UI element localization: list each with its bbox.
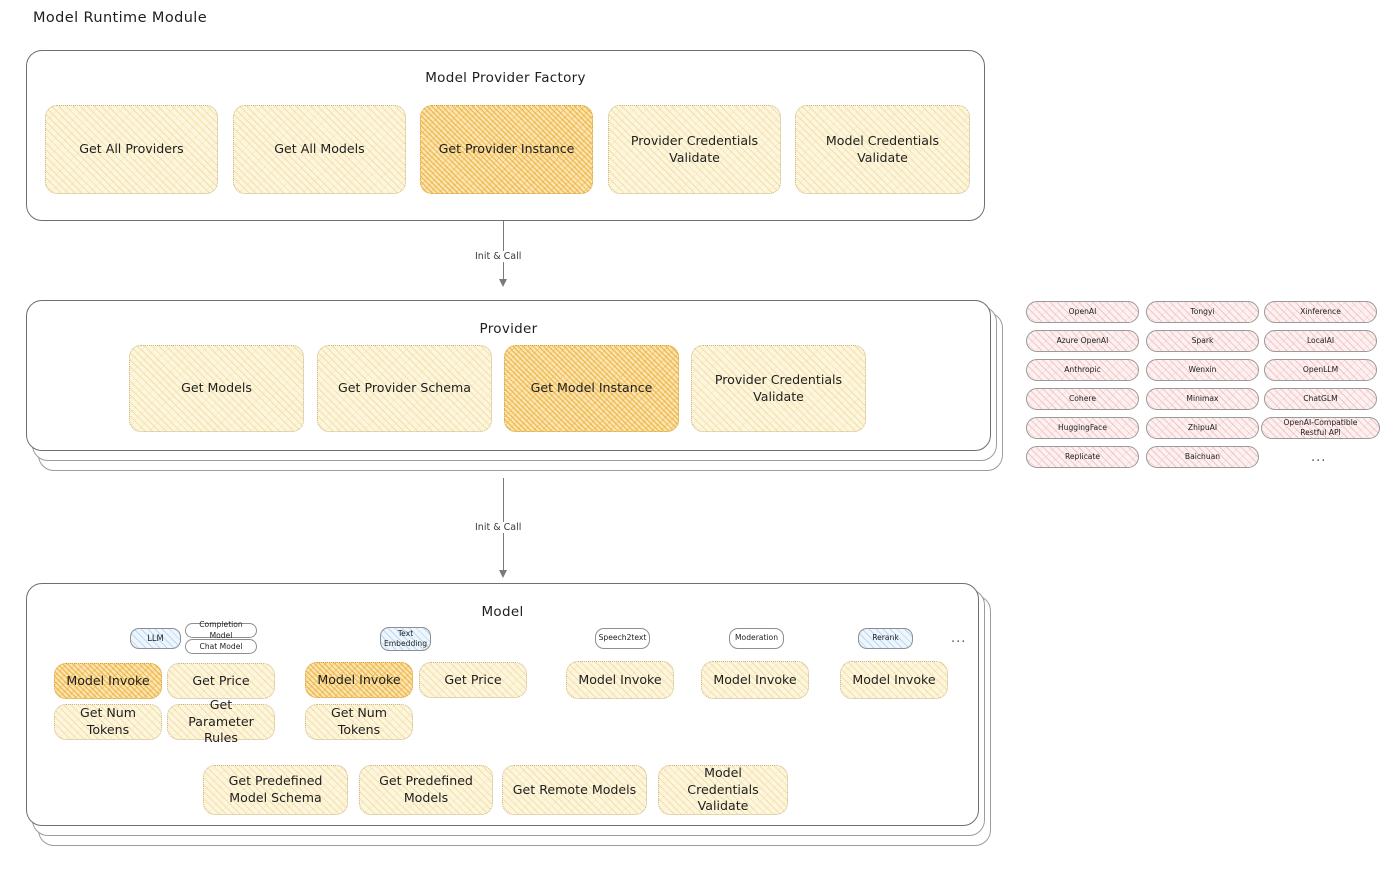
arrow-factory-to-provider-label: Init & Call <box>471 251 526 262</box>
text-embedding-method-get-price[interactable]: Get Price <box>419 662 527 698</box>
model-provider-factory-title: Model Provider Factory <box>425 70 586 86</box>
arrow-provider-to-model-label: Init & Call <box>471 522 526 533</box>
model-subtype-completion-model[interactable]: Completion Model <box>185 620 257 640</box>
text-embedding-method-get-num-tokens[interactable]: Get Num Tokens <box>305 704 413 740</box>
provider-chip-minimax[interactable]: Minimax <box>1146 388 1259 410</box>
provider-chip-openai-compatible-restful-api[interactable]: OpenAI-Compatible Restful API <box>1261 417 1380 439</box>
speech2text-method-model-invoke[interactable]: Model Invoke <box>566 661 674 699</box>
model-title: Model <box>481 604 524 620</box>
provider-chip-cohere[interactable]: Cohere <box>1026 388 1139 410</box>
provider-chip-wenxin[interactable]: Wenxin <box>1146 359 1259 381</box>
provider-box-get-model-instance[interactable]: Get Model Instance <box>504 345 679 432</box>
provider-box-get-provider-schema[interactable]: Get Provider Schema <box>317 345 492 432</box>
provider-title: Provider <box>479 321 538 337</box>
model-type-badge-rerank[interactable]: Rerank <box>858 628 913 649</box>
provider-chip-openllm[interactable]: OpenLLM <box>1264 359 1377 381</box>
model-types-more: ... <box>951 631 967 646</box>
text-embedding-method-model-invoke[interactable]: Model Invoke <box>305 662 413 698</box>
provider-box-get-models[interactable]: Get Models <box>129 345 304 432</box>
model-common-model-credentials-validate[interactable]: Model Credentials Validate <box>658 765 788 815</box>
model-type-badge-llm[interactable]: LLM <box>130 628 181 649</box>
provider-chip-huggingface[interactable]: HuggingFace <box>1026 417 1139 439</box>
factory-box-get-all-models[interactable]: Get All Models <box>233 105 406 194</box>
model-type-badge-text-embedding[interactable]: Text Embedding <box>380 627 431 651</box>
llm-method-get-num-tokens[interactable]: Get Num Tokens <box>54 704 162 740</box>
model-type-badge-speech2text[interactable]: Speech2text <box>595 628 650 649</box>
provider-chip-replicate[interactable]: Replicate <box>1026 446 1139 468</box>
model-common-get-predefined-model-schema[interactable]: Get Predefined Model Schema <box>203 765 348 815</box>
provider-chip-openai[interactable]: OpenAI <box>1026 301 1139 323</box>
provider-chip-azure-openai[interactable]: Azure OpenAI <box>1026 330 1139 352</box>
provider-chip-tongyi[interactable]: Tongyi <box>1146 301 1259 323</box>
llm-method-get-price[interactable]: Get Price <box>167 663 275 699</box>
model-common-get-remote-models[interactable]: Get Remote Models <box>502 765 647 815</box>
page-title: Model Runtime Module <box>33 10 208 26</box>
factory-box-get-provider-instance[interactable]: Get Provider Instance <box>420 105 593 194</box>
rerank-method-model-invoke[interactable]: Model Invoke <box>840 661 948 699</box>
model-subtype-chat-model[interactable]: Chat Model <box>185 639 257 654</box>
provider-chip-anthropic[interactable]: Anthropic <box>1026 359 1139 381</box>
provider-list-more: ... <box>1311 450 1327 465</box>
factory-box-provider-credentials-validate[interactable]: Provider Credentials Validate <box>608 105 781 194</box>
provider-chip-xinference[interactable]: Xinference <box>1264 301 1377 323</box>
provider-chip-spark[interactable]: Spark <box>1146 330 1259 352</box>
provider-chip-chatglm[interactable]: ChatGLM <box>1264 388 1377 410</box>
factory-box-get-all-providers[interactable]: Get All Providers <box>45 105 218 194</box>
provider-chip-baichuan[interactable]: Baichuan <box>1146 446 1259 468</box>
factory-box-model-credentials-validate[interactable]: Model Credentials Validate <box>795 105 970 194</box>
llm-method-model-invoke[interactable]: Model Invoke <box>54 663 162 699</box>
model-type-badge-moderation[interactable]: Moderation <box>729 628 784 649</box>
moderation-method-model-invoke[interactable]: Model Invoke <box>701 661 809 699</box>
llm-method-get-parameter-rules[interactable]: Get Parameter Rules <box>167 697 275 745</box>
provider-chip-zhipuai[interactable]: ZhipuAI <box>1146 417 1259 439</box>
arrow-factory-to-provider-head <box>499 279 507 287</box>
arrow-provider-to-model-head <box>499 570 507 578</box>
provider-box-provider-credentials-validate[interactable]: Provider Credentials Validate <box>691 345 866 432</box>
model-common-get-predefined-models[interactable]: Get Predefined Models <box>359 765 493 815</box>
provider-chip-localai[interactable]: LocalAI <box>1264 330 1377 352</box>
